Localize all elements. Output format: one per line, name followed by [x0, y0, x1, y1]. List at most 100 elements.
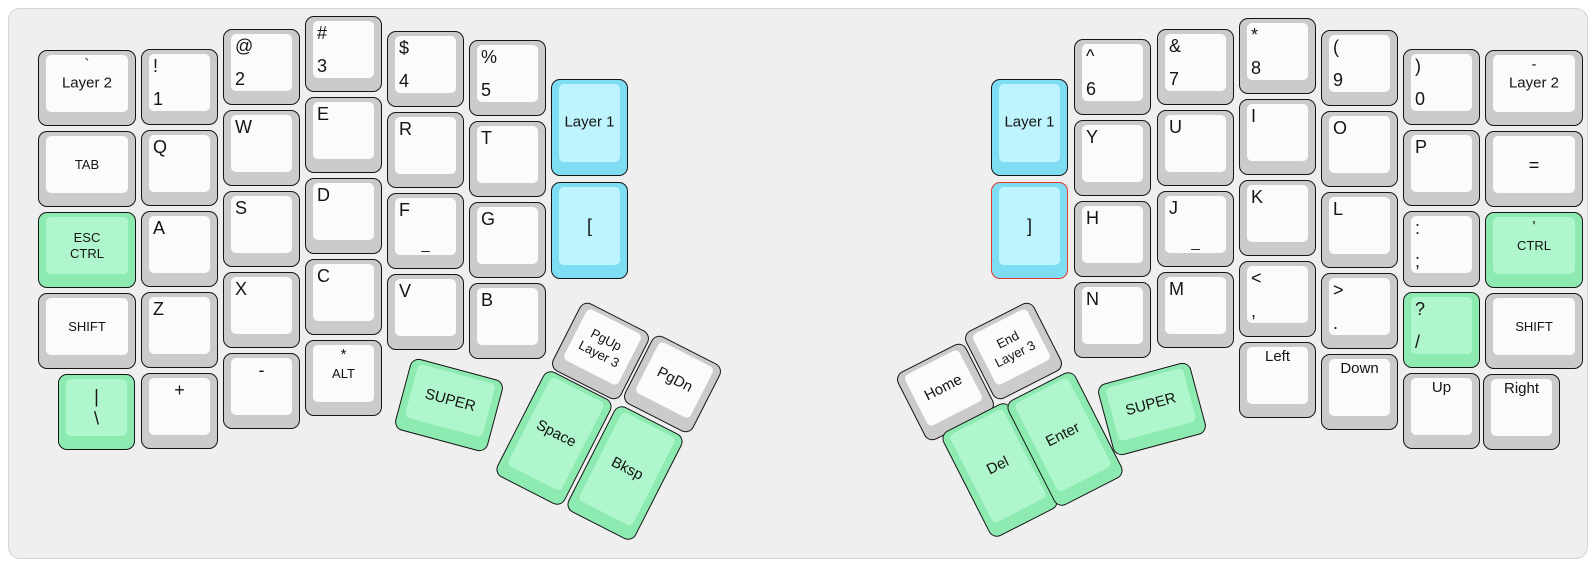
key-g[interactable]: G [469, 202, 546, 278]
key-f[interactable]: F_ [387, 193, 464, 269]
key-minus-layer2-keytop: -Layer 2 [1493, 55, 1575, 112]
key-dollar-4-legend: 4 [399, 70, 410, 91]
key-pipe-backslash[interactable]: | \ [58, 374, 135, 450]
key-dollar-4-legend: $ [399, 38, 410, 58]
key-w[interactable]: W [223, 110, 300, 186]
key-c-keytop: C [313, 264, 374, 321]
key-u[interactable]: U [1157, 110, 1234, 186]
key-home-keytop: Home [902, 348, 984, 428]
key-a[interactable]: A [141, 211, 218, 287]
key-left-bracket[interactable]: [ [551, 182, 628, 279]
key-layer1-left[interactable]: Layer 1 [551, 79, 628, 176]
key-amp-7-legend: 7 [1169, 68, 1180, 89]
key-right-arrow-legend: Right [1503, 380, 1540, 397]
key-space-legend: Space [533, 415, 580, 451]
key-i[interactable]: I [1239, 99, 1316, 175]
key-shift-right-keytop: SHIFT [1493, 298, 1575, 355]
key-colon-semicolon[interactable]: :; [1403, 211, 1480, 287]
key-d[interactable]: D [305, 178, 382, 254]
key-layer1-right[interactable]: Layer 1 [991, 79, 1068, 176]
key-equals-keytop: = [1493, 136, 1575, 193]
key-shift-right[interactable]: SHIFT [1485, 293, 1583, 369]
key-percent-5-legend: % [481, 47, 498, 67]
key-star-alt[interactable]: *ALT [305, 340, 382, 416]
key-l[interactable]: L [1321, 192, 1398, 268]
key-s[interactable]: S [223, 191, 300, 267]
key-v[interactable]: V [387, 274, 464, 350]
key-super-right[interactable]: SUPER [1096, 360, 1208, 458]
key-super-left-keytop: SUPER [404, 363, 496, 438]
key-question-slash-legend: ? [1415, 299, 1426, 319]
key-q[interactable]: Q [141, 130, 218, 206]
key-c[interactable]: C [305, 259, 382, 335]
key-plus[interactable]: + [141, 373, 218, 449]
key-excl-1[interactable]: !1 [141, 49, 218, 125]
key-super-left[interactable]: SUPER [393, 356, 505, 454]
key-quote-ctrl[interactable]: 'CTRL [1485, 212, 1583, 288]
key-dollar-4[interactable]: $4 [387, 31, 464, 107]
key-up-arrow[interactable]: Up [1403, 373, 1480, 449]
key-minus-layer2[interactable]: -Layer 2 [1485, 50, 1583, 126]
key-star-8[interactable]: *8 [1239, 18, 1316, 94]
key-percent-5-legend: 5 [481, 79, 492, 100]
key-hash-3-keytop: #3 [313, 21, 374, 78]
key-caret-6-legend: 6 [1086, 78, 1097, 99]
key-at-2[interactable]: @2 [223, 29, 300, 105]
key-p[interactable]: P [1403, 130, 1480, 206]
key-plus-keytop: + [149, 378, 210, 435]
key-e[interactable]: E [305, 97, 382, 173]
key-gt-period[interactable]: >. [1321, 273, 1398, 349]
key-down-arrow[interactable]: Down [1321, 354, 1398, 430]
key-equals[interactable]: = [1485, 131, 1583, 207]
key-rparen-0[interactable]: )0 [1403, 49, 1480, 125]
key-amp-7-keytop: &7 [1165, 34, 1226, 91]
key-amp-7[interactable]: &7 [1157, 29, 1234, 105]
key-dollar-4-keytop: $4 [395, 36, 456, 93]
key-left-arrow[interactable]: Left [1239, 342, 1316, 418]
key-lt-comma[interactable]: <, [1239, 261, 1316, 337]
key-minus[interactable]: - [223, 353, 300, 429]
key-shift-left-keytop: SHIFT [46, 298, 128, 355]
key-w-keytop: W [231, 115, 292, 172]
key-esc-ctrl-keytop: ESC CTRL [46, 217, 128, 274]
key-up-arrow-legend: Up [1431, 379, 1452, 396]
key-percent-5[interactable]: %5 [469, 40, 546, 116]
key-t[interactable]: T [469, 121, 546, 197]
key-n[interactable]: N [1074, 282, 1151, 358]
key-k[interactable]: K [1239, 180, 1316, 256]
key-y[interactable]: Y [1074, 120, 1151, 196]
key-h[interactable]: H [1074, 201, 1151, 277]
key-o[interactable]: O [1321, 111, 1398, 187]
key-shift-left[interactable]: SHIFT [38, 293, 136, 369]
key-x[interactable]: X [223, 272, 300, 348]
key-esc-ctrl[interactable]: ESC CTRL [38, 212, 136, 288]
key-colon-semicolon-keytop: :; [1411, 216, 1472, 273]
key-tab[interactable]: TAB [38, 131, 136, 207]
key-r[interactable]: R [387, 112, 464, 188]
key-up-arrow-keytop: Up [1411, 378, 1472, 435]
key-f-legend: _ [421, 236, 430, 254]
key-q-legend: Q [153, 137, 168, 157]
key-star-alt-legend: * [340, 346, 347, 363]
key-minus-keytop: - [231, 358, 292, 415]
key-v-legend: V [399, 281, 412, 301]
key-j[interactable]: J_ [1157, 191, 1234, 267]
key-z[interactable]: Z [141, 292, 218, 368]
key-right-bracket[interactable]: ] [991, 182, 1068, 279]
key-caret-6[interactable]: ^6 [1074, 39, 1151, 115]
key-m-keytop: M [1165, 277, 1226, 334]
key-excl-1-legend: 1 [153, 88, 164, 109]
key-hash-3[interactable]: #3 [305, 16, 382, 92]
key-shift-left-legend: SHIFT [68, 318, 106, 334]
key-grave-layer2[interactable]: `Layer 2 [38, 50, 136, 126]
key-star-alt-keytop: *ALT [313, 345, 374, 402]
key-right-arrow[interactable]: Right [1483, 374, 1560, 450]
key-b[interactable]: B [469, 283, 546, 359]
key-question-slash[interactable]: ?/ [1403, 292, 1480, 368]
key-minus-layer2-legend: - [1531, 56, 1537, 73]
key-lparen-9[interactable]: (9 [1321, 30, 1398, 106]
key-m[interactable]: M [1157, 272, 1234, 348]
key-pgup-layer3-keytop: PgUp Layer 3 [561, 307, 643, 387]
key-p-legend: P [1415, 137, 1428, 157]
key-amp-7-legend: & [1169, 36, 1182, 56]
